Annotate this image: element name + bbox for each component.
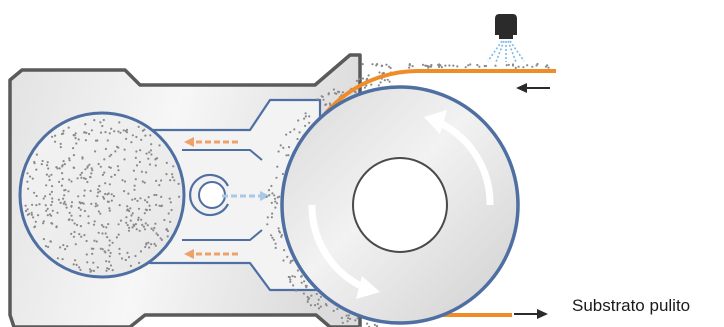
nozzle-opening — [198, 181, 226, 209]
rotation-arrow-lower — [308, 204, 380, 299]
clean-substrate-label: Substrato pulito — [572, 296, 691, 315]
rotation-arrow-upper — [424, 110, 494, 206]
roller-hub — [352, 157, 448, 253]
upper-suction-channel — [182, 149, 263, 161]
spray-nozzle-icon — [487, 14, 525, 63]
arrow-left-icon — [516, 83, 550, 93]
lower-suction-channel — [182, 229, 263, 241]
flow-arrow-lower — [184, 249, 238, 259]
flow-arrow-center — [222, 191, 270, 201]
flow-arrow-upper — [184, 137, 238, 147]
collected-particles — [24, 118, 181, 273]
arrow-right-icon — [514, 309, 548, 319]
particle-chamber — [18, 111, 186, 279]
